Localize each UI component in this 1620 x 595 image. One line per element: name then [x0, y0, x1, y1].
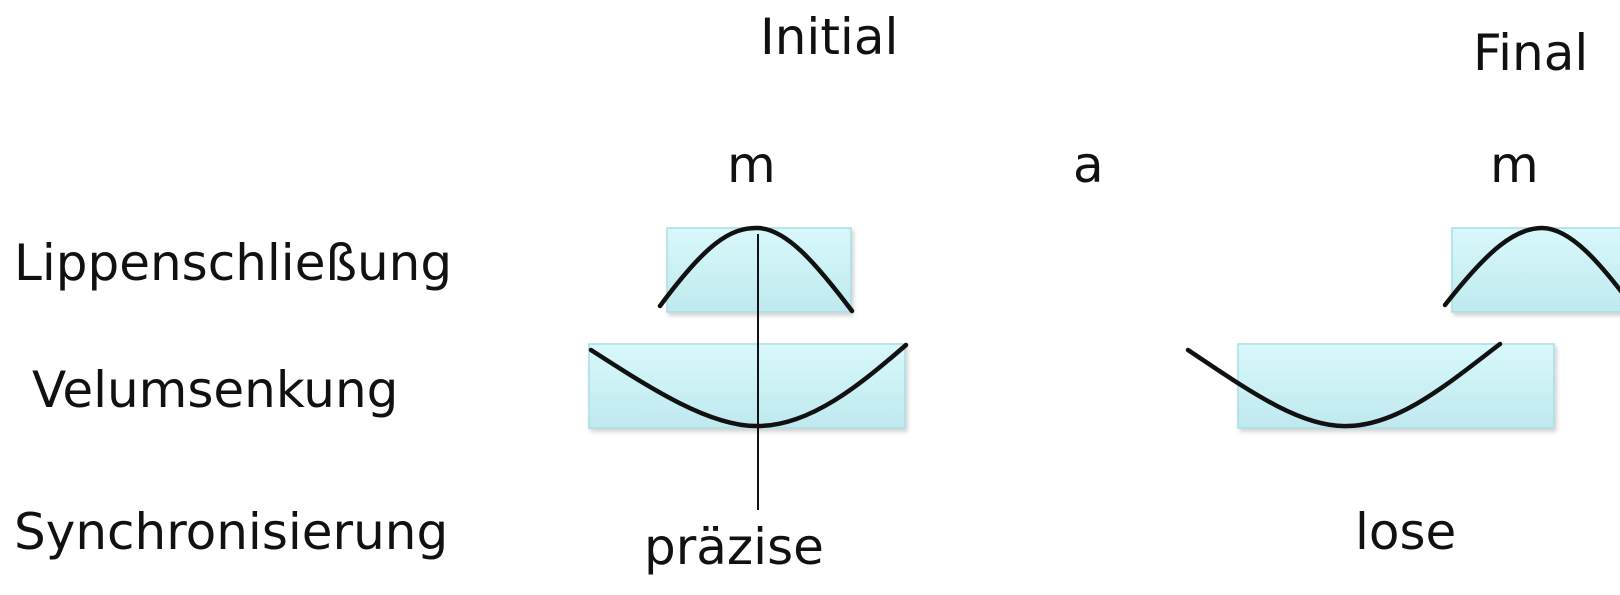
initial-header: Initial [760, 8, 899, 66]
lip-closure-curve-final [1442, 225, 1620, 308]
sync-value-final: lose [1355, 503, 1457, 561]
sync-value-initial: präzise [644, 518, 824, 576]
segment-vowel-a: a [1073, 136, 1104, 194]
row-label-lip-closure: Lippenschließung [14, 234, 453, 292]
velum-lowering-curve-final [1185, 341, 1503, 429]
segment-initial-m: m [727, 136, 776, 194]
lip-closure-curve-initial [657, 225, 855, 314]
row-label-velum-lowering: Velumsenkung [32, 361, 399, 419]
final-header: Final [1473, 24, 1589, 82]
segment-final-m: m [1490, 136, 1539, 194]
row-label-synchronization: Synchronisierung [14, 503, 449, 561]
